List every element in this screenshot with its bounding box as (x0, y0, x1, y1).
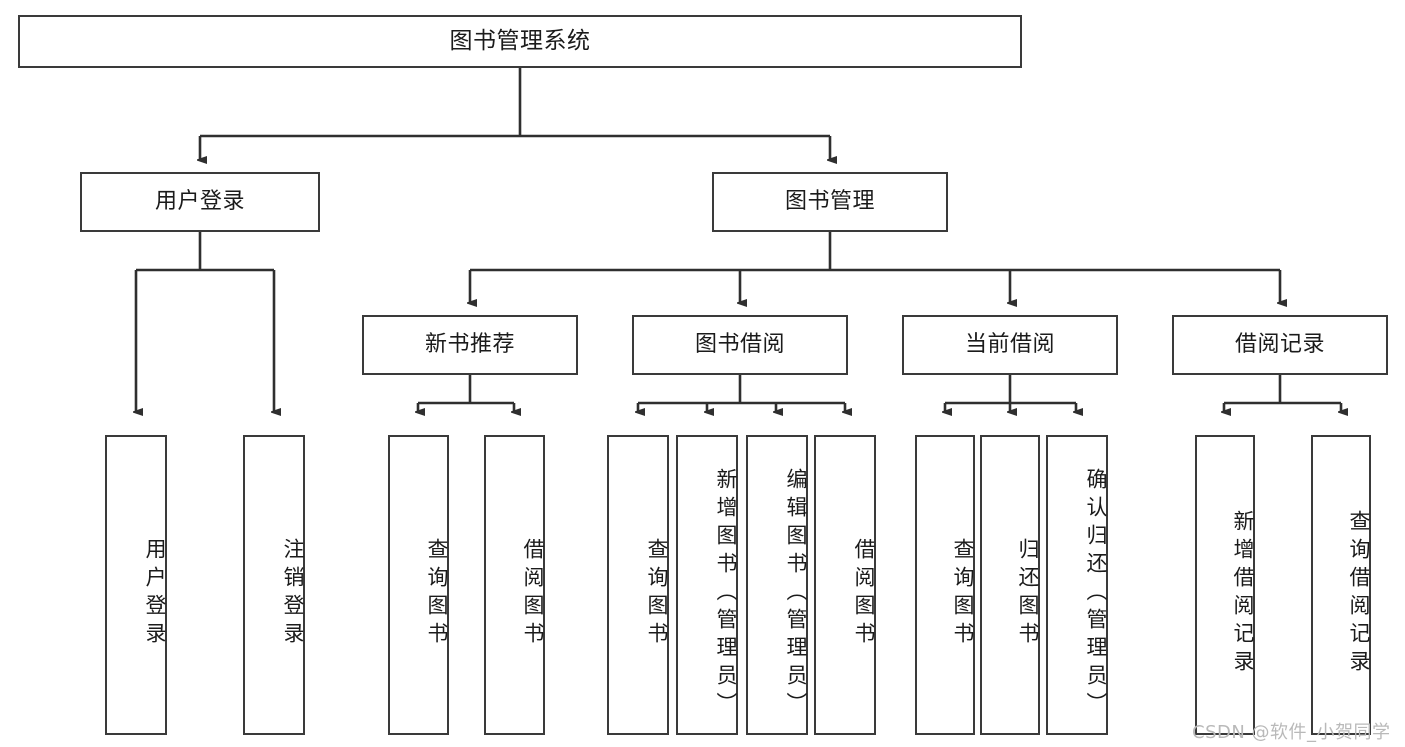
csdn-watermark: CSDN @软件_小贺同学 (1192, 722, 1391, 743)
node-label: 当前借阅 (964, 331, 1055, 357)
node-label: 新书推荐 (424, 331, 515, 357)
node-new-book-recommend[interactable]: 新书推荐 (362, 315, 578, 375)
leaf-new-book-query[interactable]: 查询图书 (388, 435, 449, 735)
node-label: 用户登录 (143, 538, 167, 650)
node-label: 新增借阅记录 (1231, 510, 1255, 678)
leaf-borrow-record-add[interactable]: 新增借阅记录 (1195, 435, 1255, 735)
leaf-user-login-signout[interactable]: 注销登录 (243, 435, 305, 735)
node-label: 查询图书 (951, 538, 975, 650)
node-label: 查询借阅记录 (1347, 510, 1371, 678)
leaf-book-borrow-borrow[interactable]: 借阅图书 (814, 435, 876, 735)
leaf-current-borrow-query[interactable]: 查询图书 (915, 435, 975, 735)
node-borrow-record[interactable]: 借阅记录 (1172, 315, 1388, 375)
node-label: 确认归还（管理员） (1084, 468, 1108, 720)
node-label: 图书借阅 (694, 331, 785, 357)
node-label: 用户登录 (154, 188, 245, 214)
leaf-book-borrow-edit[interactable]: 编辑图书（管理员） (746, 435, 808, 735)
node-label: 编辑图书（管理员） (784, 468, 808, 720)
leaf-user-login-signin[interactable]: 用户登录 (105, 435, 167, 735)
node-label: 查询图书 (425, 538, 449, 650)
node-label: 图书管理 (784, 188, 875, 214)
node-label: 图书管理系统 (449, 27, 591, 54)
leaf-current-borrow-confirm-return[interactable]: 确认归还（管理员） (1046, 435, 1108, 735)
node-user-login[interactable]: 用户登录 (80, 172, 320, 232)
node-label: 查询图书 (645, 538, 669, 650)
node-current-borrow[interactable]: 当前借阅 (902, 315, 1118, 375)
node-label: 新增图书（管理员） (714, 468, 738, 720)
leaf-book-borrow-query[interactable]: 查询图书 (607, 435, 669, 735)
leaf-new-book-borrow[interactable]: 借阅图书 (484, 435, 545, 735)
node-label: 借阅图书 (852, 538, 876, 650)
leaf-borrow-record-query[interactable]: 查询借阅记录 (1311, 435, 1371, 735)
node-label: 归还图书 (1016, 538, 1040, 650)
node-label: 借阅图书 (521, 538, 545, 650)
node-book-borrow[interactable]: 图书借阅 (632, 315, 848, 375)
node-label: 借阅记录 (1234, 331, 1325, 357)
node-book-management[interactable]: 图书管理 (712, 172, 948, 232)
leaf-book-borrow-add[interactable]: 新增图书（管理员） (676, 435, 738, 735)
leaf-current-borrow-return[interactable]: 归还图书 (980, 435, 1040, 735)
node-label: 注销登录 (281, 538, 305, 650)
node-root-library-system[interactable]: 图书管理系统 (18, 15, 1022, 68)
